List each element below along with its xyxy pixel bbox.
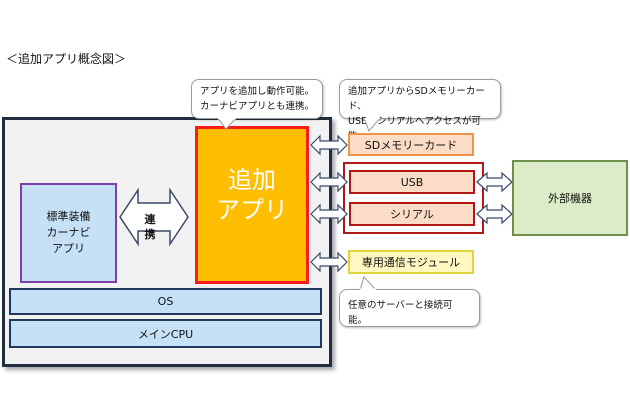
- arrow-to-serial: [310, 203, 348, 225]
- comm-module-label: 専用通信モジュール: [361, 256, 461, 269]
- callout-pointer: [359, 276, 377, 290]
- callout-pointer: [217, 118, 237, 130]
- serial-label: シリアル: [390, 208, 434, 221]
- callout-pointer: [363, 118, 381, 132]
- added-app-box: 追加 アプリ: [195, 126, 309, 284]
- link-double-arrow: [119, 187, 189, 247]
- link-label: 連 携: [140, 212, 160, 242]
- sd-card-box: SDメモリーカード: [348, 133, 474, 156]
- sd-card-label: SDメモリーカード: [364, 138, 458, 152]
- external-device-box: 外部機器: [512, 160, 628, 236]
- os-layer: OS: [9, 288, 322, 315]
- added-app-line: 追加: [228, 166, 276, 194]
- builtin-app-line: 標準装備: [46, 210, 91, 223]
- builtin-app-line: カーナビ: [46, 226, 91, 239]
- os-label: OS: [157, 295, 174, 308]
- callout-line: 追加アプリからSDメモリーカード、: [348, 86, 485, 112]
- added-app-line: アプリ: [216, 196, 288, 224]
- usb-box: USB: [349, 170, 475, 194]
- usb-label: USB: [400, 175, 424, 189]
- arrow-to-comm: [310, 251, 348, 273]
- link-label-line: 携: [144, 228, 156, 241]
- callout-access: 追加アプリからSDメモリーカード、 USB、シリアルへアクセスが可能。: [339, 79, 501, 142]
- arrow-serial-external: [476, 203, 513, 225]
- diagram-title: ＜追加アプリ概念図＞: [6, 52, 127, 66]
- callout-line: アプリを追加し動作可能。: [200, 86, 315, 97]
- arrow-to-sd: [310, 134, 348, 156]
- link-label-line: 連: [144, 213, 156, 226]
- arrow-usb-external: [476, 171, 513, 193]
- external-device-label: 外部機器: [548, 192, 592, 205]
- arrow-to-usb: [310, 171, 348, 193]
- cpu-label: メインCPU: [137, 327, 194, 341]
- callout-line: 任意のサーバーと接続可能。: [348, 300, 453, 326]
- main-cpu-layer: メインCPU: [9, 319, 322, 348]
- callout-server: 任意のサーバーと接続可能。: [339, 289, 480, 327]
- comm-module-box: 専用通信モジュール: [348, 250, 474, 274]
- builtin-navi-app-box: 標準装備 カーナビ アプリ: [20, 183, 117, 283]
- serial-box: シリアル: [349, 202, 475, 226]
- builtin-app-line: アプリ: [52, 242, 85, 255]
- callout-line: カーナビアプリとも連携。: [200, 101, 315, 112]
- callout-add-app: アプリを追加し動作可能。 カーナビアプリとも連携。: [191, 79, 323, 119]
